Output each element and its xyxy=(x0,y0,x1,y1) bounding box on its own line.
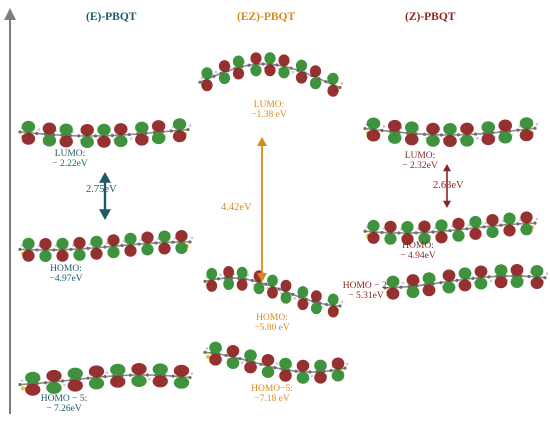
z-homo-name: HOMO: xyxy=(402,241,434,251)
ez-lumo-value: −1.38 eV xyxy=(251,110,287,121)
z-lumo-name: LUMO: xyxy=(404,151,436,161)
z-homo2-orbital xyxy=(383,264,549,300)
z-gap-label: 2.63eV xyxy=(433,180,464,191)
e-gap-label: 2.75eV xyxy=(86,184,117,195)
z-homo2-name: HOMO − 2: xyxy=(342,281,390,291)
ez-homo-name: HOMO: xyxy=(256,313,288,323)
ez-homo5-name: HOMO−5: xyxy=(251,384,293,394)
z-homo-orbital xyxy=(363,211,539,245)
ez-gap-arrow xyxy=(257,137,267,282)
z-homo-label: HOMO: − 4.94eV xyxy=(390,241,446,262)
ez-homo-orbital xyxy=(203,266,344,318)
e-homo5-value: − 7.26eV xyxy=(46,404,82,415)
e-lumo-value: − 2.22eV xyxy=(52,159,88,170)
e-homo-name: HOMO: xyxy=(50,264,82,274)
ez-lumo-label: LUMO: −1.38 eV xyxy=(242,100,296,121)
ez-homo-value: −5.80 eV xyxy=(254,323,290,334)
z-lumo-label: LUMO: − 2.32eV xyxy=(394,151,446,172)
e-homo-label: HOMO: −4.97eV xyxy=(40,264,92,285)
title-z-pbqt: (Z)-PBQT xyxy=(405,11,456,23)
e-homo5-name: HOMO − 5: xyxy=(40,394,88,404)
e-lumo-name: LUMO: xyxy=(54,149,86,159)
ez-homo5-label: HOMO−5: −7.18 eV xyxy=(244,384,300,405)
ez-homo5-value: −7.18 eV xyxy=(254,394,290,405)
ez-homo5-orbital xyxy=(203,341,349,384)
ez-lumo-orbital xyxy=(198,52,344,97)
e-homo5-orbital xyxy=(18,363,194,396)
ez-lumo-name: LUMO: xyxy=(253,100,285,110)
title-ez-pbqt: (EZ)-PBQT xyxy=(237,11,296,23)
e-homo-value: −4.97eV xyxy=(49,274,83,285)
e-homo-orbital xyxy=(18,230,194,262)
z-lumo-value: − 2.32eV xyxy=(402,161,438,172)
e-homo5-label: HOMO − 5: − 7.26eV xyxy=(34,394,94,415)
z-homo2-value: − 5.31eV xyxy=(348,291,384,302)
ez-gap-label: 4.42eV xyxy=(221,202,252,213)
ez-homo-label: HOMO: −5.80 eV xyxy=(244,313,300,334)
z-homo2-label: HOMO − 2: − 5.31eV xyxy=(338,281,394,302)
title-e-pbqt: (E)-PBQT xyxy=(86,11,137,23)
e-gap-arrow xyxy=(99,172,111,220)
e-lumo-label: LUMO: − 2.22eV xyxy=(44,149,96,170)
z-lumo-orbital xyxy=(363,117,539,147)
z-gap-arrow xyxy=(443,164,451,208)
e-lumo-orbital xyxy=(18,118,192,148)
z-homo-value: − 4.94eV xyxy=(400,251,436,262)
